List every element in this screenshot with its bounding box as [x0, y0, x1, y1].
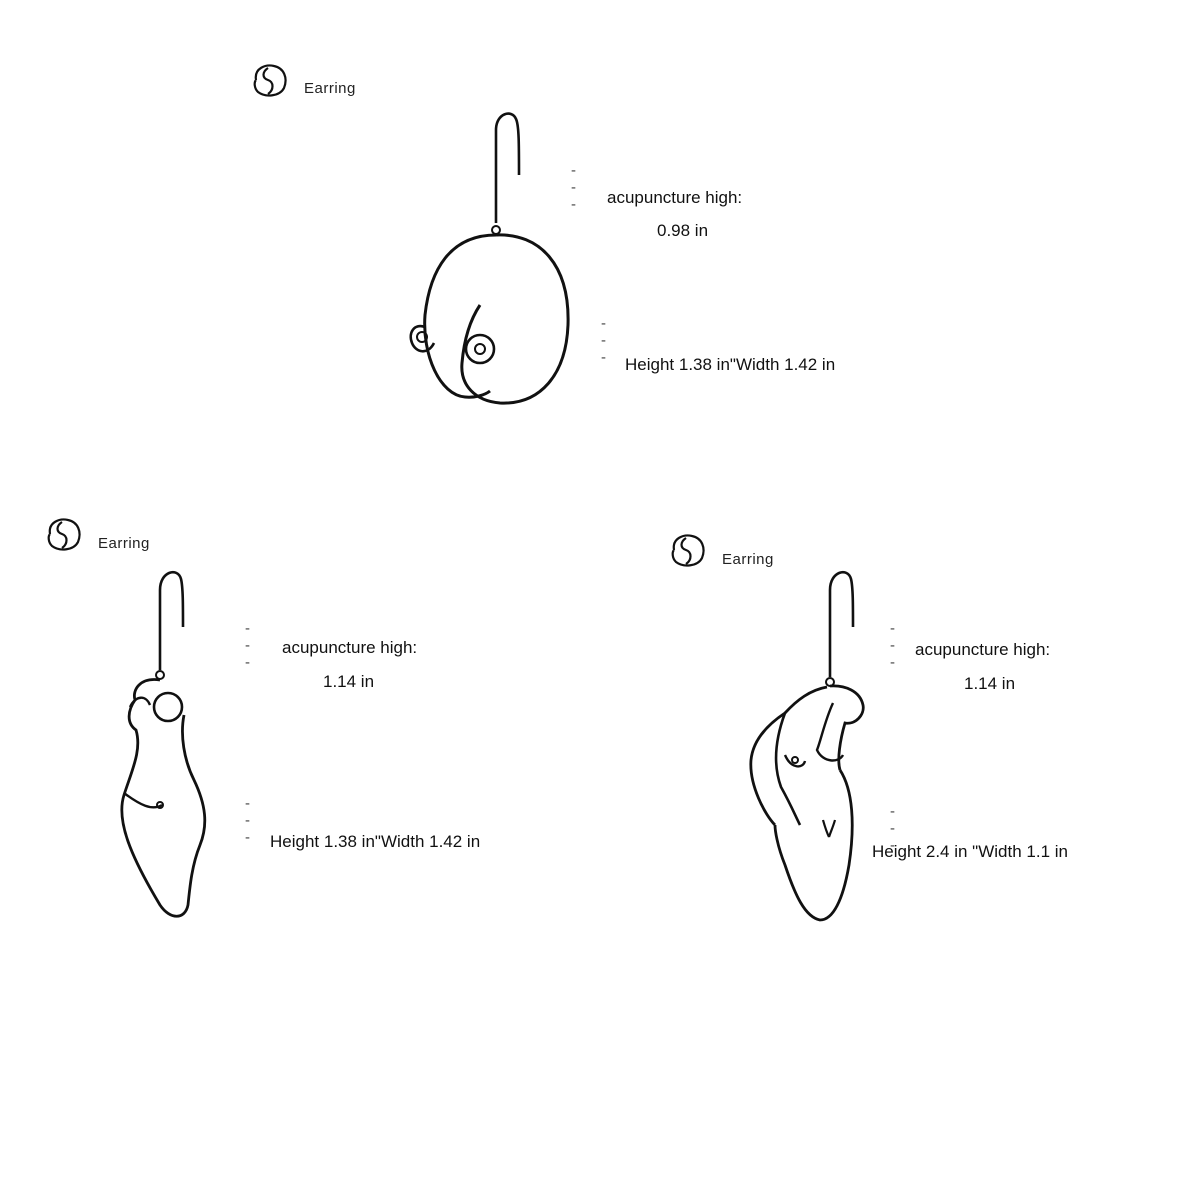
acupuncture-value: 1.14 in	[323, 672, 375, 691]
leader-dash: ---	[890, 803, 896, 854]
brand-logo-icon	[47, 518, 81, 551]
leader-dash: ---	[245, 795, 251, 846]
acupuncture-label: acupuncture high:	[282, 638, 418, 657]
torso-earring-drawing	[120, 570, 207, 918]
acupuncture-value: 0.98 in	[657, 221, 709, 240]
brand-logo-icon	[253, 64, 287, 97]
dimensions-label: Height 2.4 in "Width 1.1 in	[872, 842, 1068, 861]
acupuncture-label: acupuncture high:	[607, 188, 743, 207]
breast-earring-drawing	[409, 112, 570, 405]
leader-dash: ---	[245, 620, 251, 671]
brand-logo-icon	[671, 534, 705, 567]
leader-dash: ---	[571, 162, 577, 213]
dimensions-label: Height 1.38 in"Width 1.42 in	[625, 355, 836, 374]
brand-label: Earring	[98, 535, 150, 552]
acupuncture-value: 1.14 in	[964, 674, 1016, 693]
leader-dash: ---	[890, 620, 896, 671]
acupuncture-label: acupuncture high:	[915, 640, 1051, 659]
leader-dash: ---	[601, 315, 607, 366]
brand-label: Earring	[722, 551, 774, 568]
figure-earring-drawing	[749, 570, 865, 922]
brand-label: Earring	[304, 80, 356, 97]
dimensions-label: Height 1.38 in"Width 1.42 in	[270, 832, 481, 851]
